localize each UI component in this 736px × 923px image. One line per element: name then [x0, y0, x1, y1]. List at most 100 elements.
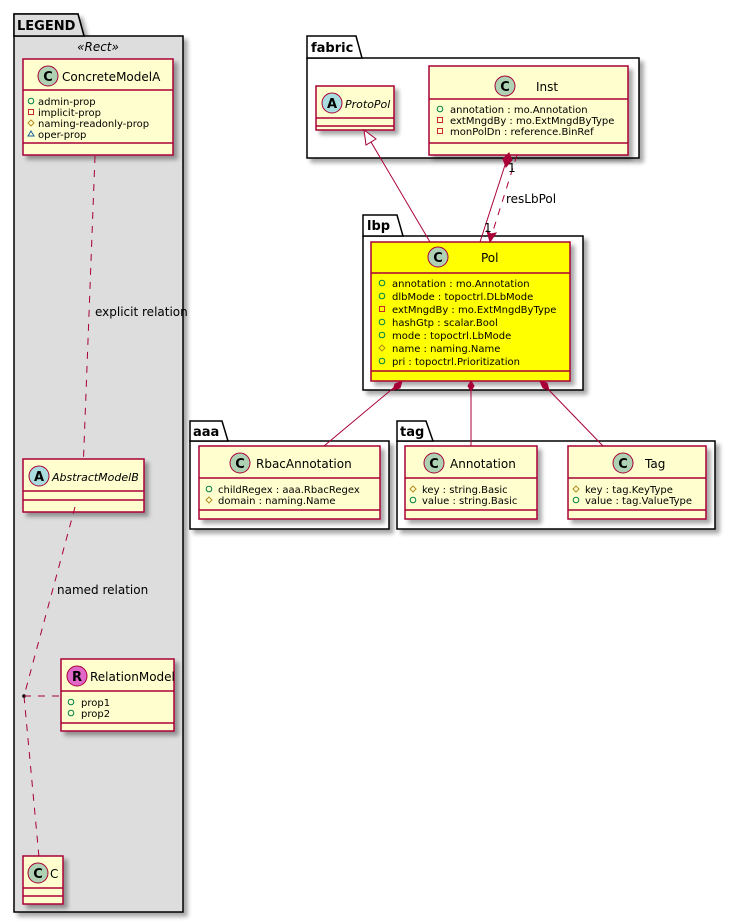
- vis-private-icon: [28, 109, 34, 115]
- package-title: lbp: [367, 219, 390, 234]
- edge-inst-pol-composition: [479, 152, 513, 243]
- package-title: aaa: [193, 425, 219, 440]
- attr-list: annotation : mo.Annotation dlbMode : top…: [378, 279, 556, 368]
- class-circle-icon: [37, 65, 59, 87]
- attribute: extMngdBy : mo.ExtMngdByType: [392, 305, 556, 316]
- class-c[interactable]: C C: [22, 855, 64, 905]
- attribute: oper-prop: [38, 130, 86, 141]
- attribute: key : tag.KeyType: [585, 485, 673, 496]
- attribute: childRegex : aaa.RbacRegex: [218, 485, 360, 496]
- vis-package-icon: [27, 130, 35, 137]
- vis-protected-icon: [572, 485, 580, 493]
- vis-private-icon: [437, 117, 443, 123]
- class-annotation[interactable]: C Annotation key : string.Basic value : …: [404, 445, 538, 520]
- class-glyph: A: [327, 97, 337, 112]
- class-glyph: C: [33, 867, 43, 882]
- vis-protected-icon: [205, 496, 213, 504]
- vis-private-icon: [437, 128, 443, 134]
- class-tag[interactable]: C Tag key : tag.KeyType value : tag.Valu…: [567, 445, 707, 520]
- attribute: value : tag.ValueType: [585, 496, 692, 507]
- vis-public-icon: [378, 318, 386, 326]
- class-circle-icon: [229, 452, 251, 474]
- vis-public-icon: [378, 357, 386, 365]
- class-abstract-model-b[interactable]: A AbstractModelB: [22, 458, 145, 513]
- legend-title: LEGEND: [17, 19, 76, 34]
- class-name: RbacAnnotation: [256, 457, 352, 471]
- class-circle-icon: [27, 862, 49, 884]
- abstract-circle-icon: [28, 465, 50, 487]
- attribute: mode : topoctrl.LbMode: [392, 331, 511, 342]
- abstract-circle-icon: [321, 92, 343, 114]
- class-protopol[interactable]: A ProtoPol: [315, 85, 395, 131]
- attribute: monPolDn : reference.BinRef: [450, 127, 594, 138]
- class-glyph: R: [72, 670, 82, 685]
- vis-public-icon: [67, 709, 75, 717]
- class-name: Tag: [644, 457, 665, 471]
- legend-stereotype: «Rect»: [77, 40, 119, 54]
- attribute: hashGtp : scalar.Bool: [392, 318, 498, 329]
- multiplicity: 1: [508, 161, 516, 175]
- class-concrete-model-a[interactable]: C ConcreteModelA admin-prop implicit-pro…: [22, 58, 174, 156]
- class-name: Inst: [536, 80, 558, 94]
- class-circle-icon: [423, 452, 445, 474]
- attribute: prop1: [81, 698, 110, 709]
- edge-pol-annotation: [467, 380, 475, 446]
- edge-label: explicit relation: [95, 305, 188, 319]
- class-name: ProtoPol: [345, 98, 390, 111]
- attribute: extMngdBy : mo.ExtMngdByType: [450, 116, 614, 127]
- class-glyph: C: [618, 457, 628, 472]
- vis-public-icon: [572, 496, 580, 504]
- package-title: fabric: [311, 41, 353, 56]
- class-rbac-annotation[interactable]: C RbacAnnotation childRegex : aaa.RbacRe…: [198, 445, 381, 520]
- vis-protected-icon: [409, 485, 417, 493]
- attribute: annotation : mo.Annotation: [450, 105, 588, 116]
- class-name: Annotation: [450, 457, 516, 471]
- class-name: C: [50, 867, 58, 881]
- attribute: implicit-prop: [38, 108, 101, 119]
- edge-label: named relation: [57, 583, 148, 597]
- edge-generalization: [363, 128, 431, 243]
- attribute: naming-readonly-prop: [38, 119, 149, 130]
- class-name: Pol: [481, 251, 498, 265]
- vis-protected-icon: [27, 119, 35, 127]
- class-inst[interactable]: C Inst annotation : mo.Annotation extMng…: [428, 65, 629, 156]
- class-name: ConcreteModelA: [62, 70, 161, 84]
- attribute: admin-prop: [38, 97, 96, 108]
- vis-public-icon: [378, 331, 386, 339]
- class-circle-icon: [427, 246, 449, 268]
- class-circle-icon: [612, 452, 634, 474]
- class-circle-icon: [494, 75, 516, 97]
- attribute: annotation : mo.Annotation: [392, 279, 530, 290]
- attribute: domain : naming.Name: [218, 496, 336, 507]
- vis-public-icon: [67, 698, 75, 706]
- attribute: pri : topoctrl.Prioritization: [392, 357, 520, 368]
- class-glyph: A: [34, 470, 44, 485]
- vis-public-icon: [27, 97, 35, 105]
- class-name: AbstractModelB: [51, 471, 139, 484]
- class-glyph: C: [433, 251, 443, 266]
- vis-public-icon: [378, 279, 386, 287]
- class-glyph: C: [429, 457, 439, 472]
- vis-public-icon: [205, 485, 213, 493]
- vis-protected-icon: [378, 344, 386, 352]
- class-relation-model[interactable]: R RelationModel prop1 prop2: [60, 658, 175, 732]
- vis-public-icon: [378, 292, 386, 300]
- attribute: prop2: [81, 709, 110, 720]
- attribute: value : string.Basic: [422, 496, 517, 507]
- relation-circle-icon: [66, 665, 88, 687]
- edge-pol-tag: [539, 380, 604, 447]
- class-glyph: C: [235, 457, 245, 472]
- class-pol[interactable]: C Pol annotation : mo.Annotation dlbMode…: [370, 241, 571, 382]
- class-name: RelationModel: [90, 670, 175, 684]
- attribute: key : string.Basic: [422, 485, 508, 496]
- edge-reslbpol: 1 1 resLbPol: [484, 154, 556, 244]
- vis-public-icon: [436, 105, 444, 113]
- class-glyph: C: [500, 80, 510, 95]
- attr-list: admin-prop implicit-prop naming-readonly…: [27, 97, 149, 141]
- class-glyph: C: [43, 70, 53, 85]
- vis-private-icon: [379, 306, 385, 312]
- vis-public-icon: [409, 496, 417, 504]
- multiplicity: 1: [484, 221, 492, 235]
- attribute: name : naming.Name: [392, 344, 500, 355]
